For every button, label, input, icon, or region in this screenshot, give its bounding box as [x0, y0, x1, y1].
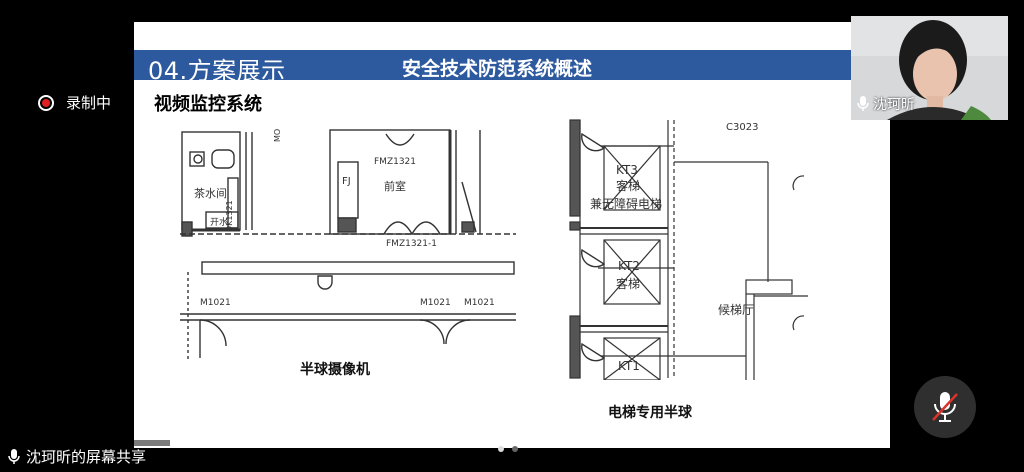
- participant-video-tile[interactable]: 沈珂昕: [851, 16, 1008, 120]
- plan-label-kt1: KT1: [618, 359, 640, 373]
- section-title: 04.方案展示: [148, 57, 286, 85]
- recording-label: 录制中: [66, 94, 112, 112]
- plan-label-anteroom: 前室: [384, 179, 406, 193]
- plan-label-fmz1321-1: FMZ1321-1: [386, 239, 437, 249]
- left-floor-plan: 茶水间 DK1321 开水 FJ 前室 FMZ1321 FMZ1321-1 M1…: [180, 129, 516, 362]
- plan-label-kt2: KT2: [618, 259, 640, 273]
- page-indicator[interactable]: [498, 446, 518, 452]
- participant-name-tag: 沈珂昕: [857, 94, 915, 114]
- mic-icon: [8, 448, 20, 464]
- dome-camera-caption: 半球摄像机: [300, 362, 370, 378]
- screen-share-label: 沈珂昕的屏幕共享: [8, 446, 146, 467]
- plan-label-elevator-2: 客梯: [616, 276, 640, 291]
- slide-subtitle: 视频监控系统: [154, 94, 262, 115]
- page-dot-active[interactable]: [498, 446, 504, 452]
- plan-label-dk1321: DK1321: [225, 200, 234, 232]
- plan-label-mo: MO: [273, 129, 282, 142]
- plan-label-kt3: KT3: [616, 163, 638, 177]
- mic-muted-icon: [932, 392, 958, 422]
- plan-label-tearoom: 茶水间: [194, 187, 227, 200]
- mic-icon: [857, 96, 869, 111]
- share-label-text: 沈珂昕的屏幕共享: [26, 448, 147, 466]
- slide-footer-strip: [134, 440, 170, 446]
- plan-label-barrier-free: 兼无障碍电梯: [590, 196, 662, 211]
- recording-indicator[interactable]: 录制中: [38, 92, 111, 113]
- band-title: 安全技术防范系统概述: [402, 58, 593, 80]
- mute-toggle-button[interactable]: [914, 376, 976, 438]
- plan-label-boiling-water: 开水: [210, 216, 228, 228]
- shared-slide: 04.方案展示 安全技术防范系统概述 视频监控系统: [134, 22, 890, 448]
- participant-video: [851, 16, 1008, 120]
- plan-label-m1021-a: M1021: [200, 298, 231, 308]
- page-dot[interactable]: [512, 446, 518, 452]
- plan-label-c3023: C3023: [726, 122, 758, 133]
- plan-label-m1021-c: M1021: [464, 298, 495, 308]
- plan-label-elevator-3: 客梯: [616, 178, 640, 193]
- right-floor-plan: C3023 KT3 客梯 兼无障碍电梯 KT2 客梯 候梯厅 KT1: [569, 119, 808, 380]
- plan-label-fmz1321: FMZ1321: [374, 157, 416, 167]
- plan-label-fj: FJ: [342, 176, 351, 187]
- plan-label-m1021-b: M1021: [420, 298, 451, 308]
- participant-name: 沈珂昕: [873, 97, 915, 113]
- elevator-dome-caption: 电梯专用半球: [608, 405, 692, 421]
- plan-label-lobby: 候梯厅: [718, 303, 754, 317]
- title-band: [134, 50, 890, 80]
- record-icon: [38, 94, 54, 111]
